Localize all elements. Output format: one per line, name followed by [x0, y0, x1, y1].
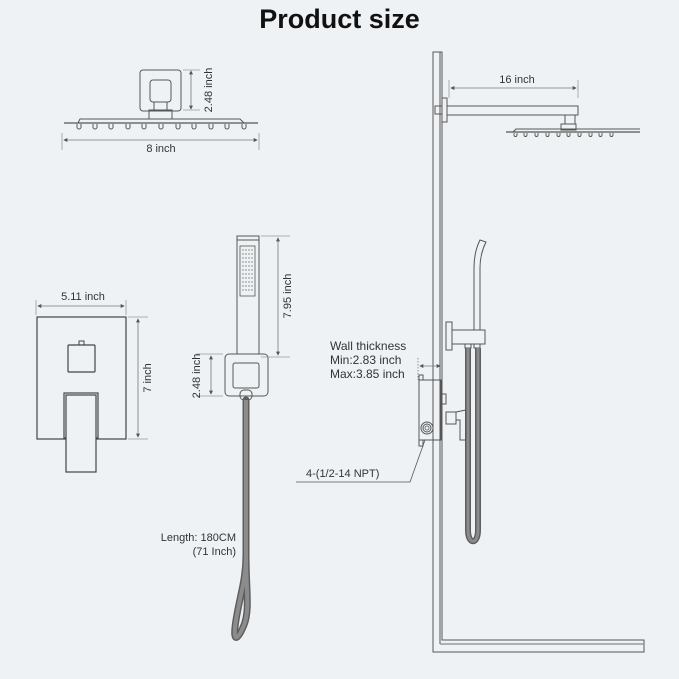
- shower-head-height-label: 2.48 inch: [203, 68, 215, 113]
- wall-thickness-title: Wall thickness: [330, 339, 406, 353]
- hand-shower-length-label: 7.95 inch: [282, 274, 294, 319]
- connection-spec-label: 4-(1/2-14 NPT): [306, 468, 379, 480]
- arm-length-label: 16 inch: [499, 74, 534, 86]
- side-view-diagram: 16 inch Wall thickness Min:2.83 inch Max…: [296, 51, 645, 653]
- wall-thickness-min: Min:2.83 inch: [330, 353, 401, 367]
- shower-head-diagram: 8 inch 2.48 inch: [61, 68, 260, 155]
- shower-head-width-label: 8 inch: [146, 143, 175, 155]
- hose-length-label: Length: 180CM: [161, 532, 236, 544]
- hose-length-inch-label: (71 Inch): [193, 546, 236, 558]
- page-title: Product size: [259, 4, 420, 34]
- holder-height-label: 2.48 inch: [191, 354, 203, 399]
- hand-shower-diagram: 7.95 inch 2.48 inch Length: 180CM (71 In…: [161, 235, 294, 641]
- valve-trim-diagram: 5.11 inch 7 inch: [35, 291, 154, 473]
- valve-height-label: 7 inch: [142, 363, 154, 392]
- wall-thickness-max: Max:3.85 inch: [330, 367, 405, 381]
- valve-width-label: 5.11 inch: [61, 291, 105, 303]
